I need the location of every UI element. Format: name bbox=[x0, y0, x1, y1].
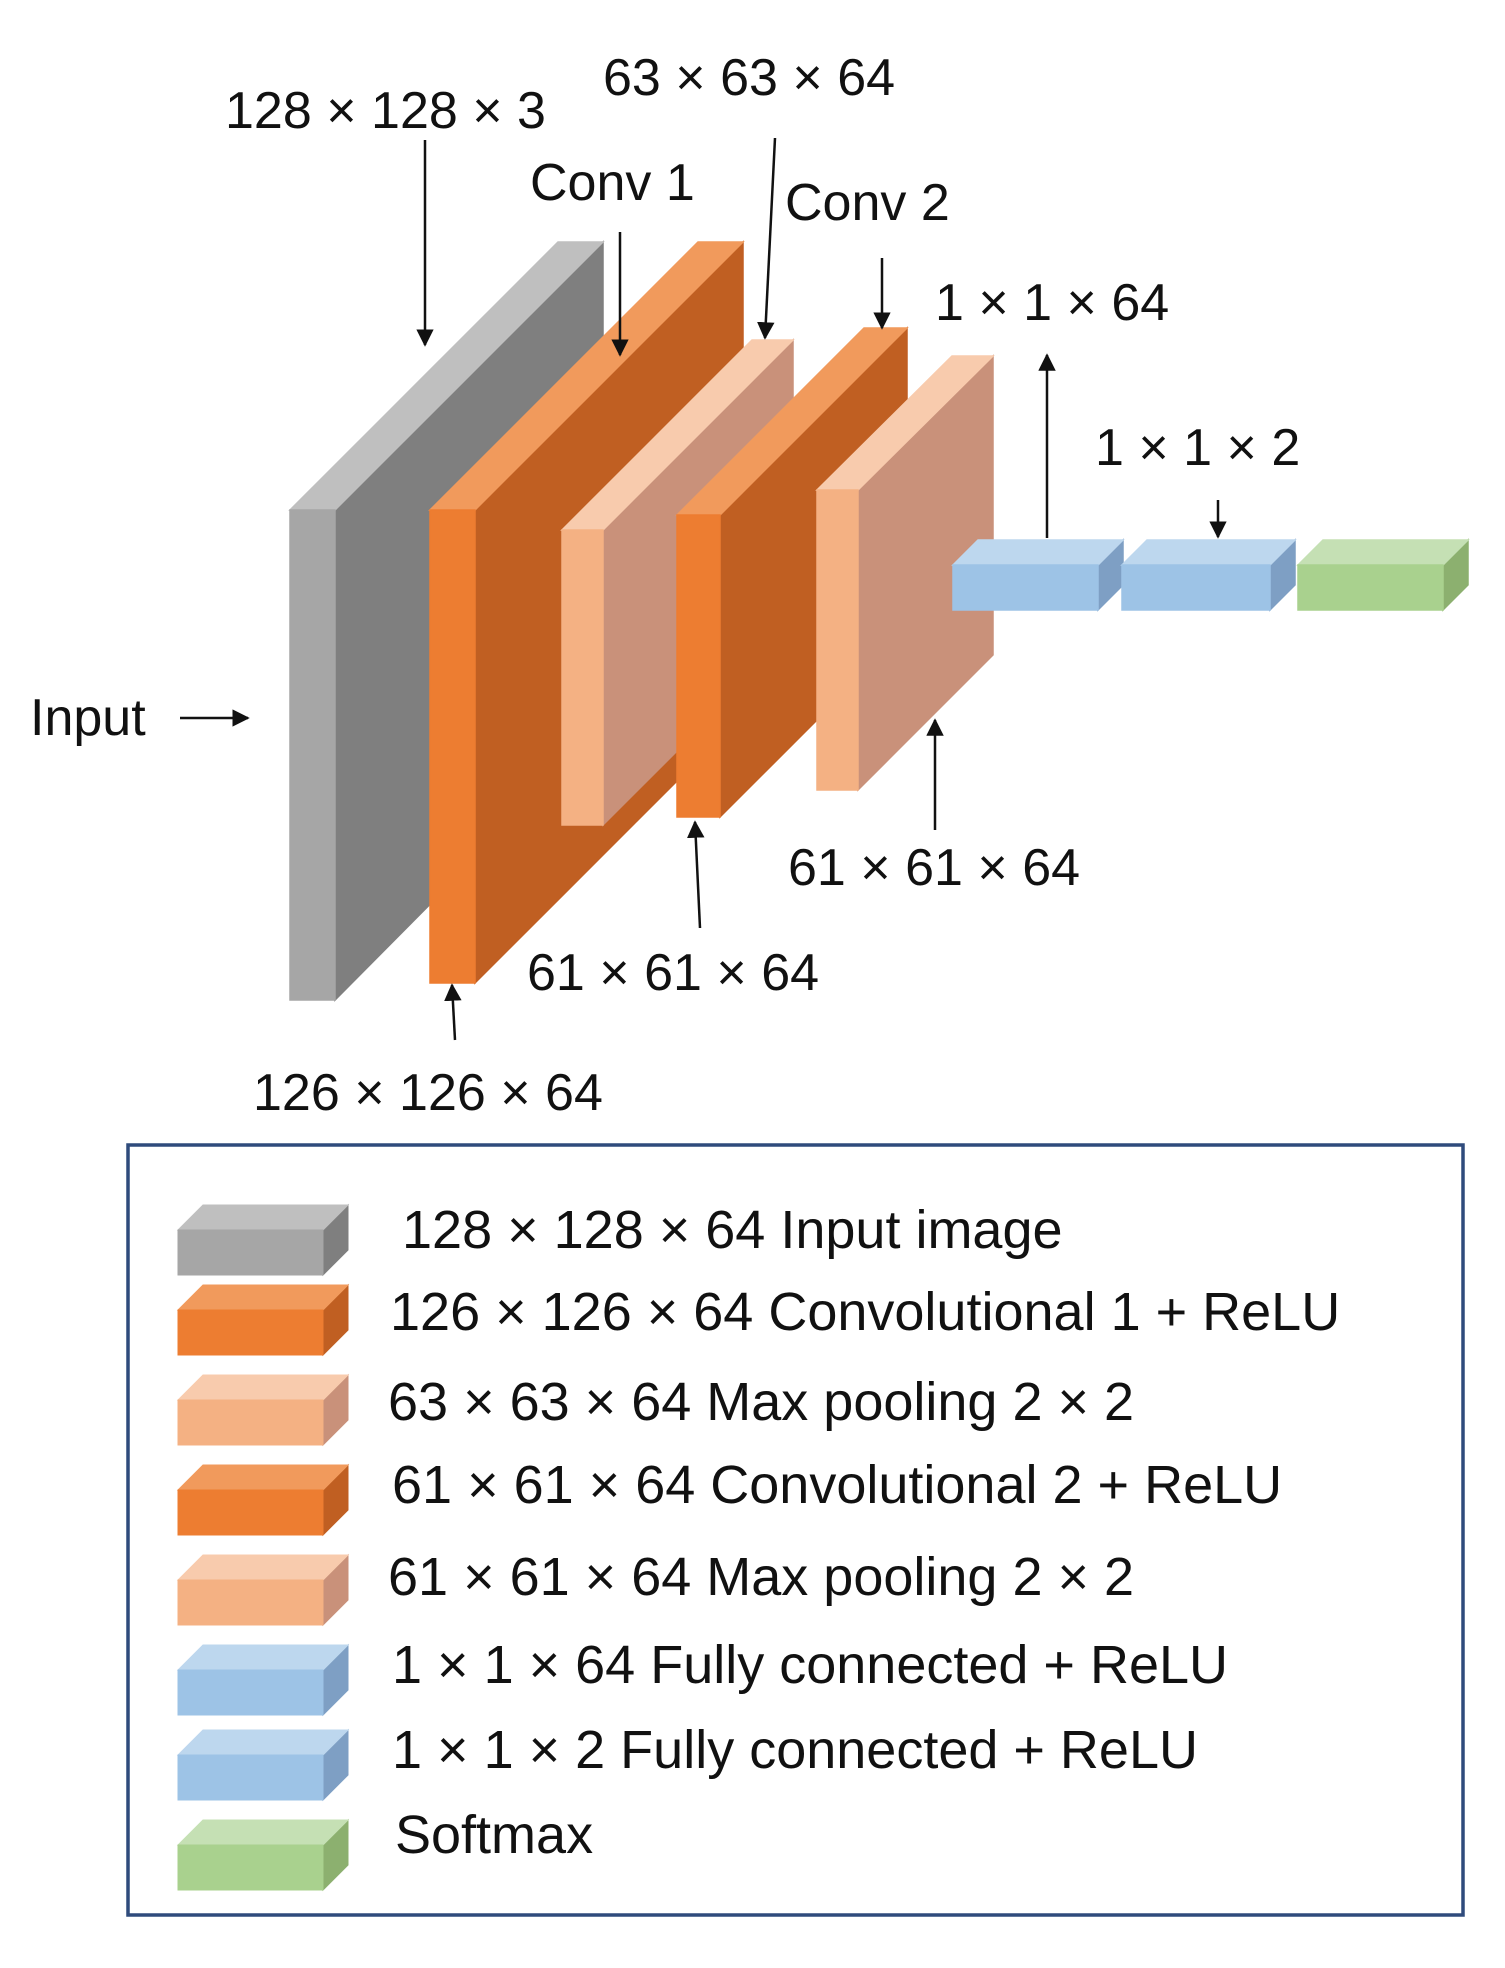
fc1-layer-top bbox=[951, 539, 1125, 566]
legend-item: 128 × 128 × 64 Input image bbox=[176, 1200, 1063, 1277]
pool2-layer-front bbox=[816, 489, 859, 791]
legend-item: 63 × 63 × 64 Max pooling 2 × 2 bbox=[176, 1372, 1134, 1447]
legend-swatch-front bbox=[177, 1229, 324, 1276]
fc1-layer-front bbox=[952, 564, 1099, 611]
legend-swatch-front bbox=[177, 1579, 324, 1626]
softmax-layer-front bbox=[1297, 564, 1444, 611]
legend-frame bbox=[126, 1143, 1465, 1917]
legend-item: 126 × 126 × 64 Convolutional 1 + ReLU bbox=[176, 1282, 1340, 1357]
fc2-layer-block bbox=[1120, 538, 1297, 612]
fc1-layer-block bbox=[951, 538, 1125, 612]
conv2-dims-arrow bbox=[687, 820, 705, 929]
legend-swatch-top bbox=[176, 1729, 350, 1756]
legend-items: 128 × 128 × 64 Input image 126 × 126 × 64… bbox=[176, 1200, 1340, 1892]
legend-item-label: 128 × 128 × 64 Input image bbox=[402, 1200, 1063, 1260]
legend-item-label: 126 × 126 × 64 Convolutional 1 + ReLU bbox=[390, 1282, 1340, 1342]
legend-item: 1 × 1 × 64 Fully connected + ReLU bbox=[176, 1635, 1228, 1717]
input-dims-label: 128 × 128 × 3 bbox=[225, 82, 546, 140]
legend-swatch-top bbox=[176, 1284, 350, 1311]
pool2-layer-block bbox=[815, 354, 995, 792]
legend-swatch-top bbox=[176, 1644, 350, 1671]
conv1-dims-label: 126 × 126 × 64 bbox=[253, 1064, 603, 1122]
legend-item-label: Softmax bbox=[395, 1805, 593, 1865]
legend-item: 61 × 61 × 64 Convolutional 2 + ReLU bbox=[176, 1455, 1282, 1537]
pool2-dims-label: 61 × 61 × 64 bbox=[788, 839, 1080, 897]
legend-item-label: 61 × 61 × 64 Convolutional 2 + ReLU bbox=[392, 1455, 1282, 1515]
conv2-layer-front bbox=[676, 514, 721, 818]
legend-swatch-top bbox=[176, 1374, 350, 1401]
legend-item: Softmax bbox=[176, 1805, 593, 1892]
legend-swatch-front bbox=[177, 1754, 324, 1801]
legend-swatch-top bbox=[176, 1554, 350, 1581]
legend-item-label: 1 × 1 × 64 Fully connected + ReLU bbox=[392, 1635, 1228, 1695]
fc2-dims-label: 1 × 1 × 2 bbox=[1095, 419, 1300, 477]
pool1-dims-arrow bbox=[757, 137, 777, 340]
legend-swatch-front bbox=[177, 1669, 324, 1716]
legend-item-label: 61 × 61 × 64 Max pooling 2 × 2 bbox=[388, 1547, 1134, 1607]
legend-item: 1 × 1 × 2 Fully connected + ReLU bbox=[176, 1720, 1198, 1802]
conv2-title-label: Conv 2 bbox=[785, 174, 950, 232]
conv1-layer-front bbox=[429, 509, 476, 984]
legend: 128 × 128 × 64 Input image 126 × 126 × 64… bbox=[126, 1143, 1465, 1917]
diagram-labels: Input 128 × 128 × 3 63 × 63 × 64 Conv 1 … bbox=[30, 49, 1300, 1122]
conv1-title-label: Conv 1 bbox=[530, 154, 695, 212]
legend-swatch-front bbox=[177, 1489, 324, 1536]
softmax-layer-top bbox=[1296, 539, 1470, 566]
legend-swatch-front bbox=[177, 1844, 324, 1891]
legend-swatch-top bbox=[176, 1819, 350, 1846]
legend-swatch-front bbox=[177, 1309, 324, 1356]
legend-item-label: 1 × 1 × 2 Fully connected + ReLU bbox=[392, 1720, 1198, 1780]
legend-swatch-front bbox=[177, 1399, 324, 1446]
legend-item: 61 × 61 × 64 Max pooling 2 × 2 bbox=[176, 1547, 1134, 1627]
pointer-arrows bbox=[180, 137, 1227, 1041]
softmax-layer-block bbox=[1296, 538, 1470, 612]
pool1-layer-front bbox=[561, 529, 604, 826]
layer-blocks bbox=[288, 240, 1470, 1002]
fc2-layer-front bbox=[1121, 564, 1271, 611]
input-label: Input bbox=[30, 689, 146, 747]
legend-swatch-top bbox=[176, 1204, 350, 1231]
fc1-dims-label: 1 × 1 × 64 bbox=[935, 274, 1169, 332]
conv2-dims-label: 61 × 61 × 64 bbox=[527, 944, 819, 1002]
fc2-layer-top bbox=[1120, 539, 1297, 566]
pool1-dims-label: 63 × 63 × 64 bbox=[603, 49, 895, 107]
input-layer-front bbox=[289, 509, 336, 1001]
legend-item-label: 63 × 63 × 64 Max pooling 2 × 2 bbox=[388, 1372, 1134, 1432]
conv1-dims-arrow bbox=[444, 983, 462, 1041]
legend-swatch-top bbox=[176, 1464, 350, 1491]
